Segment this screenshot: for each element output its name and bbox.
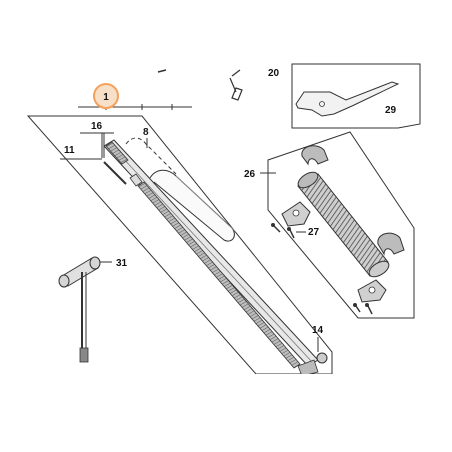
- cropped-top-part: 20: [157, 68, 280, 101]
- upper-clamp-top: [301, 145, 329, 166]
- lower-clamp-bottom: [353, 279, 387, 315]
- end-cap: 14: [297, 325, 328, 377]
- grip-tube: [297, 171, 390, 278]
- callout-label-1: 1: [103, 92, 109, 103]
- upper-clamp-bottom: [281, 201, 311, 227]
- callout-16: 16: [80, 121, 114, 158]
- callout-label-11: 11: [64, 145, 75, 156]
- callout-1-leader: [78, 104, 192, 110]
- lower-clamp-top: [377, 232, 405, 256]
- callout-label-14: 14: [312, 325, 324, 336]
- callout-label-29: 29: [385, 105, 397, 116]
- shaft-assembly-frame: [26, 115, 333, 375]
- bottom-whitespace: [0, 374, 452, 452]
- protective-sleeve: [125, 137, 237, 242]
- callout-label-16: 16: [91, 121, 103, 132]
- callout-label-top: 20: [268, 68, 280, 79]
- bracket-frame: 29: [291, 63, 421, 129]
- drive-rod: [103, 161, 301, 369]
- callout-label-27: 27: [308, 227, 320, 238]
- screws-27: 27: [271, 223, 320, 239]
- callout-1-highlight: 1: [93, 83, 119, 109]
- callout-8: 8: [143, 127, 149, 148]
- callout-label-31: 31: [116, 258, 128, 269]
- callout-label-26: 26: [244, 169, 256, 180]
- callout-label-8: 8: [143, 127, 149, 138]
- combination-wrench: 31: [58, 256, 128, 363]
- callout-11: 11: [60, 145, 102, 160]
